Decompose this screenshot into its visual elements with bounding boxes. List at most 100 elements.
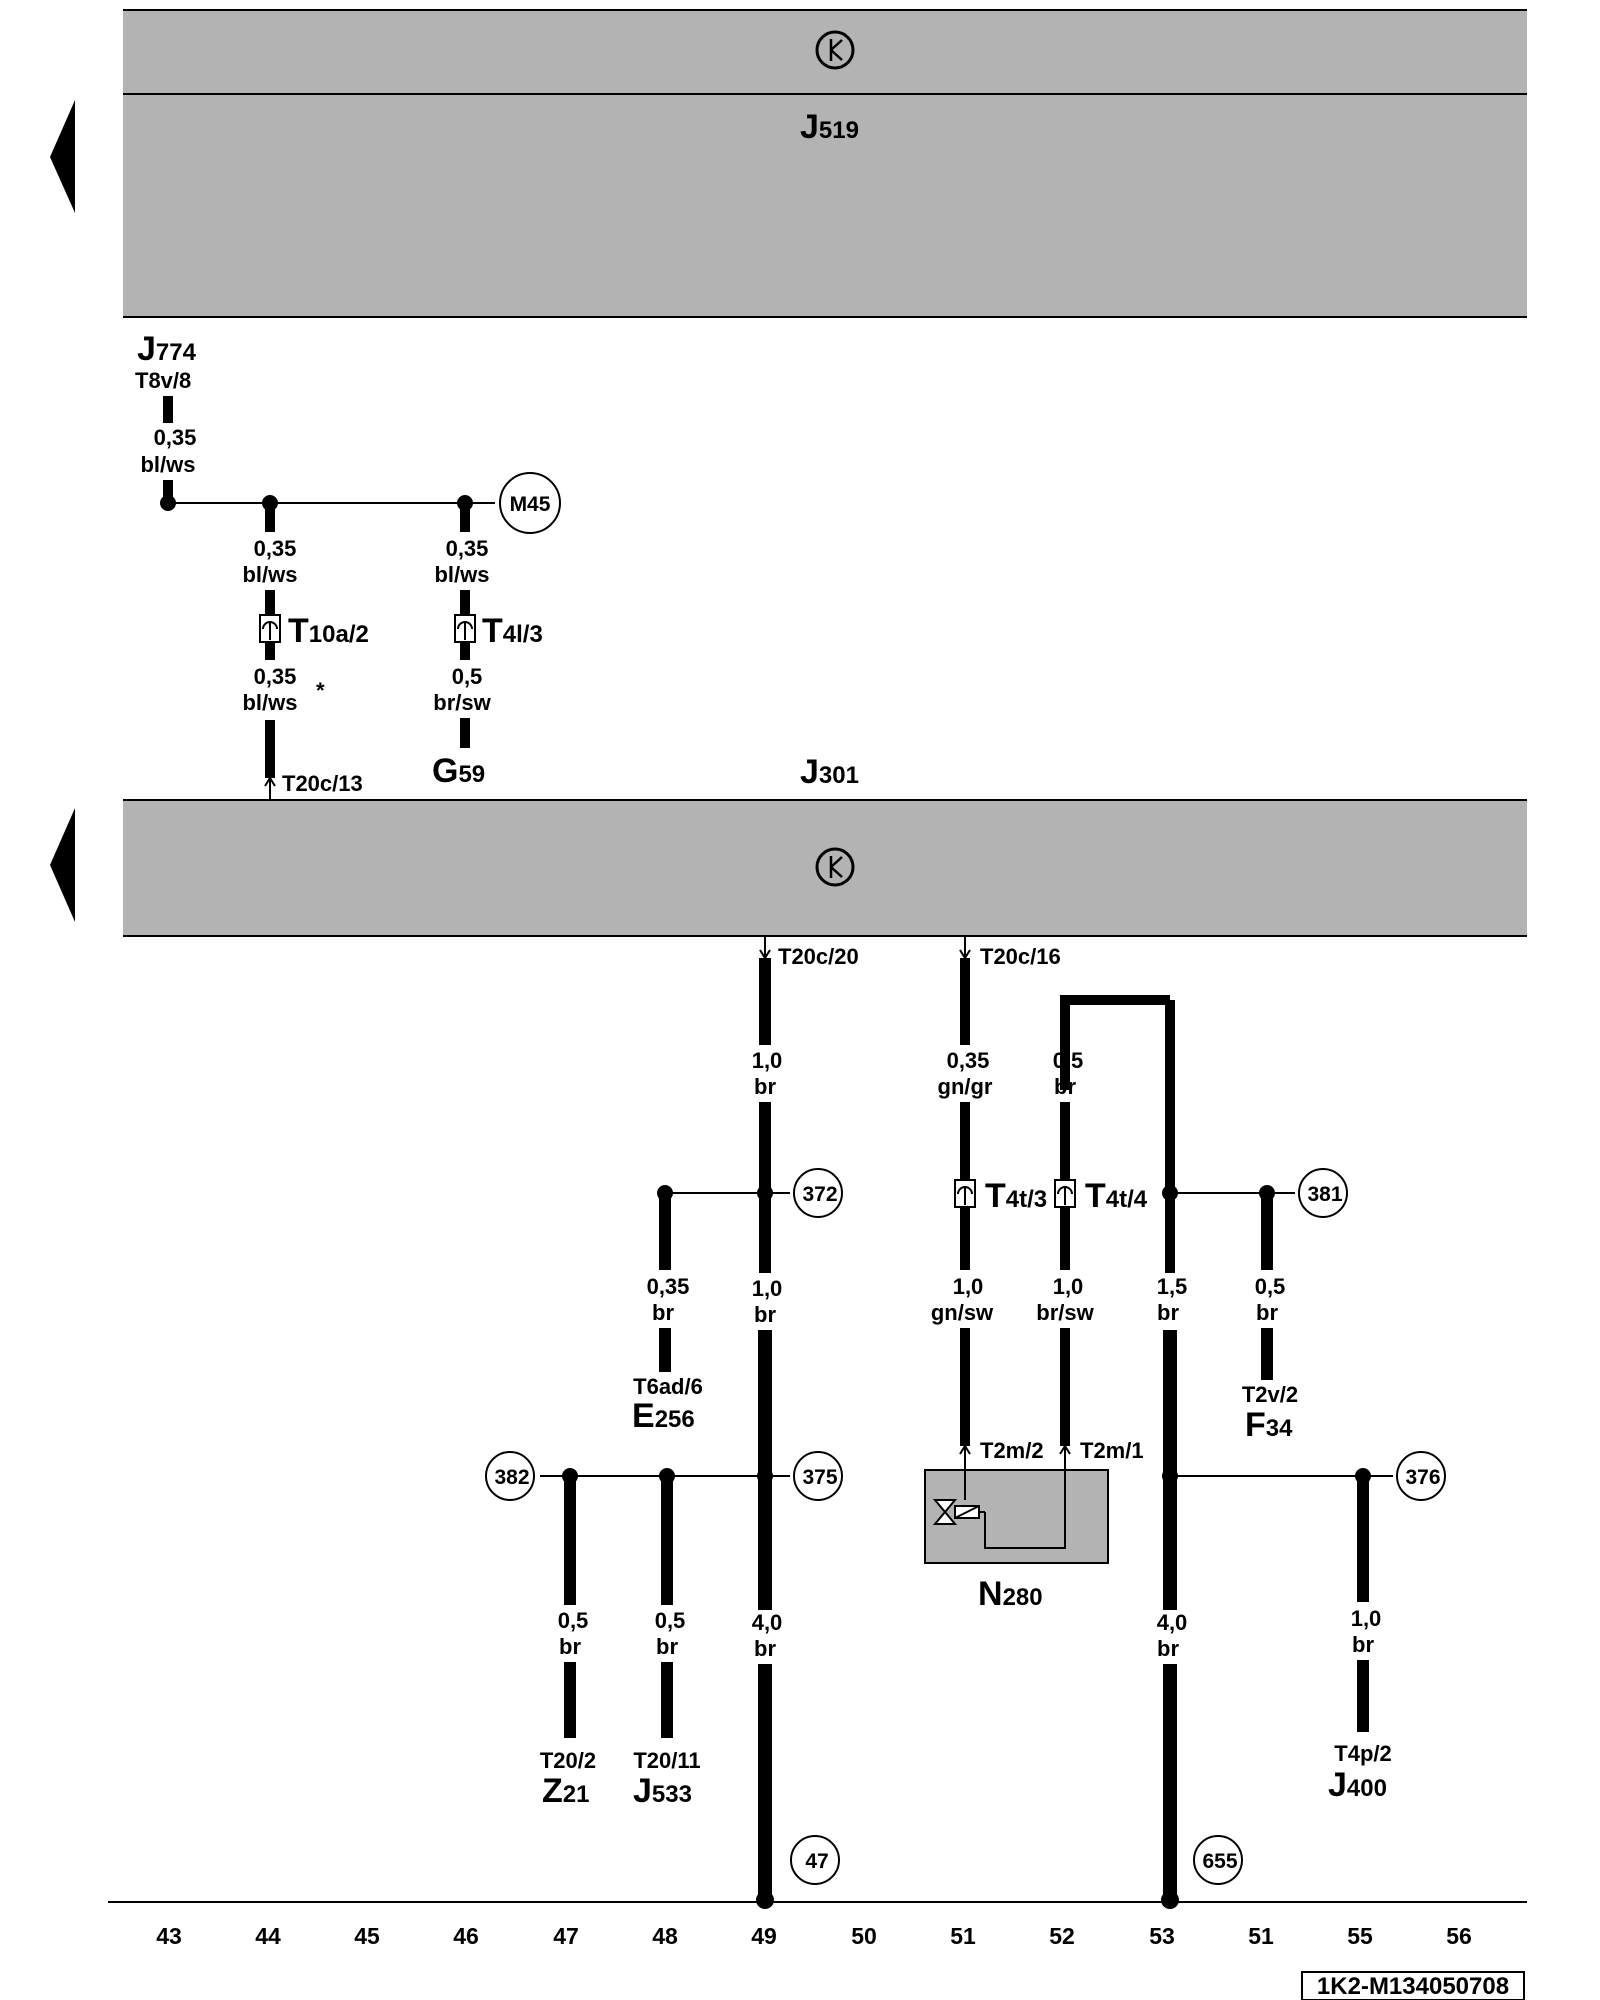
module-j301-label: J301 bbox=[800, 753, 859, 791]
connector-t20c13-label: T20c/13 bbox=[282, 771, 363, 796]
component-j400-label: J400 bbox=[1328, 1766, 1387, 1804]
wire-color-label: br bbox=[652, 1300, 674, 1325]
reference-381-label: 381 bbox=[1307, 1183, 1342, 1206]
connector-t6ad6-label: T6ad/6 bbox=[633, 1374, 703, 1399]
reference-655-label: 655 bbox=[1202, 1850, 1237, 1873]
component-f34-label: F34 bbox=[1245, 1406, 1293, 1444]
wire-color-label: bl/ws bbox=[242, 562, 297, 587]
connector-t20c20-label: T20c/20 bbox=[778, 944, 859, 969]
reference-m45-label: M45 bbox=[510, 493, 551, 516]
reference-375-label: 375 bbox=[802, 1466, 837, 1489]
wire-color-label: br bbox=[754, 1074, 776, 1099]
component-n280 bbox=[924, 1460, 1109, 1564]
connector-t4l3-label: T4l/3 bbox=[482, 612, 543, 650]
connector-t4l3-icon bbox=[454, 614, 476, 643]
connector-t20-11-label: T20/11 bbox=[633, 1748, 700, 1773]
wire-size-label: 0,35 bbox=[647, 1274, 690, 1299]
connector-t2m1-label: T2m/1 bbox=[1080, 1438, 1144, 1463]
grid-number: 43 bbox=[156, 1923, 182, 1949]
wire-color-label: br/sw bbox=[1036, 1300, 1094, 1325]
connector-t20c16-label: T20c/16 bbox=[980, 944, 1061, 969]
reference-47-label: 47 bbox=[805, 1850, 828, 1873]
connector-t4t3-icon bbox=[954, 1179, 976, 1208]
wire-color-label: br bbox=[1352, 1632, 1374, 1657]
connector-t8v8-label: T8v/8 bbox=[135, 368, 191, 393]
diagram-id-label: 1K2-M134050708 bbox=[1317, 1973, 1509, 2000]
wire-color-label: bl/ws bbox=[242, 690, 297, 715]
grid-number: 45 bbox=[354, 1923, 380, 1949]
wire-color-label: br bbox=[1157, 1636, 1179, 1661]
wire-size-label: 4,0 bbox=[1157, 1610, 1188, 1635]
wire-size-label: 0,5 bbox=[655, 1608, 686, 1633]
grid-number: 51 bbox=[950, 1923, 976, 1949]
reference-381-circle bbox=[1298, 1168, 1348, 1218]
wire-color-label: br/sw bbox=[433, 690, 491, 715]
grid-number: 53 bbox=[1149, 1923, 1175, 1949]
connector-t20-2-label: T20/2 bbox=[540, 1748, 596, 1773]
wire-color-label: br bbox=[754, 1302, 776, 1327]
component-j533-label: J533 bbox=[633, 1772, 692, 1810]
wire-color-label: bl/ws bbox=[140, 452, 195, 477]
module-j519-label: J519 bbox=[800, 108, 859, 146]
wire-size-label: 1,5 bbox=[1157, 1274, 1188, 1299]
grid-number: 50 bbox=[851, 1923, 877, 1949]
asterisk-note: * bbox=[316, 678, 325, 703]
wire-size-label: 0,5 bbox=[452, 664, 483, 689]
previous-page-arrow[interactable] bbox=[50, 100, 75, 213]
grid-number: 51 bbox=[1248, 1923, 1274, 1949]
grid-number: 44 bbox=[255, 1923, 281, 1949]
wire-size-label: 1,0 bbox=[1351, 1606, 1382, 1631]
reference-372-circle bbox=[793, 1168, 843, 1218]
connector-t10a2-label: T10a/2 bbox=[288, 612, 369, 650]
module-j301: J301 bbox=[123, 753, 1527, 937]
grid-number: 56 bbox=[1446, 1923, 1472, 1949]
grid-number: 52 bbox=[1049, 1923, 1075, 1949]
grid-number: 47 bbox=[553, 1923, 579, 1949]
diagram-id-box: 1K2-M134050708 bbox=[1301, 1971, 1525, 2000]
wire-size-label: 0,5 bbox=[1255, 1274, 1286, 1299]
reference-372-label: 372 bbox=[802, 1183, 837, 1206]
reference-382-circle bbox=[485, 1451, 535, 1501]
grid-number: 46 bbox=[453, 1923, 479, 1949]
connector-t2m2-label: T2m/2 bbox=[980, 1438, 1044, 1463]
reference-375-circle bbox=[793, 1451, 843, 1501]
wire-color-label: gn/gr bbox=[938, 1074, 993, 1099]
reference-382-label: 382 bbox=[494, 1466, 529, 1489]
component-z21-label: Z21 bbox=[542, 1772, 589, 1810]
connector-t4t4-label: T4t/4 bbox=[1085, 1177, 1148, 1215]
wire-color-label: br bbox=[754, 1636, 776, 1661]
previous-page-arrow-lower[interactable] bbox=[50, 808, 75, 922]
wire-size-label: 4,0 bbox=[752, 1610, 783, 1635]
grid-number: 48 bbox=[652, 1923, 678, 1949]
reference-376-label: 376 bbox=[1405, 1466, 1440, 1489]
wire-size-label: 0,35 bbox=[254, 664, 297, 689]
lower-wiring: T20c/20 1,0 br 1,0 br 4,0 br 372 0,35 br… bbox=[485, 936, 1446, 1909]
connector-t4t3-label: T4t/3 bbox=[985, 1177, 1047, 1215]
reference-655-circle bbox=[1193, 1835, 1243, 1885]
wire-color-label: gn/sw bbox=[931, 1300, 994, 1325]
module-j519: J519 bbox=[123, 9, 1527, 318]
wire-size-label: 0,35 bbox=[154, 425, 197, 450]
wire-size-label: 0,5 bbox=[1053, 1048, 1084, 1073]
wire-size-label: 0,35 bbox=[446, 536, 489, 561]
wire-color-label: br bbox=[1157, 1300, 1179, 1325]
wire-size-label: 1,0 bbox=[953, 1274, 984, 1299]
wire-size-label: 1,0 bbox=[752, 1048, 783, 1073]
connector-t4t4-icon bbox=[1054, 1179, 1076, 1208]
grid-number: 55 bbox=[1347, 1923, 1373, 1949]
wire-color-label: br bbox=[1256, 1300, 1278, 1325]
solenoid-valve-icon bbox=[932, 1499, 986, 1525]
wire-size-label: 1,0 bbox=[1053, 1274, 1084, 1299]
grid-number: 49 bbox=[751, 1923, 777, 1949]
wire-size-label: 0,35 bbox=[254, 536, 297, 561]
wire-size-label: 0,5 bbox=[558, 1608, 589, 1633]
component-g59-label: G59 bbox=[432, 752, 485, 790]
wire-color-label: br bbox=[559, 1634, 581, 1659]
reference-47-circle bbox=[790, 1835, 840, 1885]
component-j774-label: J774 bbox=[137, 330, 197, 368]
wire-color-label: br bbox=[656, 1634, 678, 1659]
reference-m45-circle bbox=[499, 472, 561, 534]
wire-size-label: 0,35 bbox=[947, 1048, 990, 1073]
upper-wiring: J774 T8v/8 0,35 bl/ws 0,35 bl/ws T10a/2 … bbox=[135, 330, 561, 800]
